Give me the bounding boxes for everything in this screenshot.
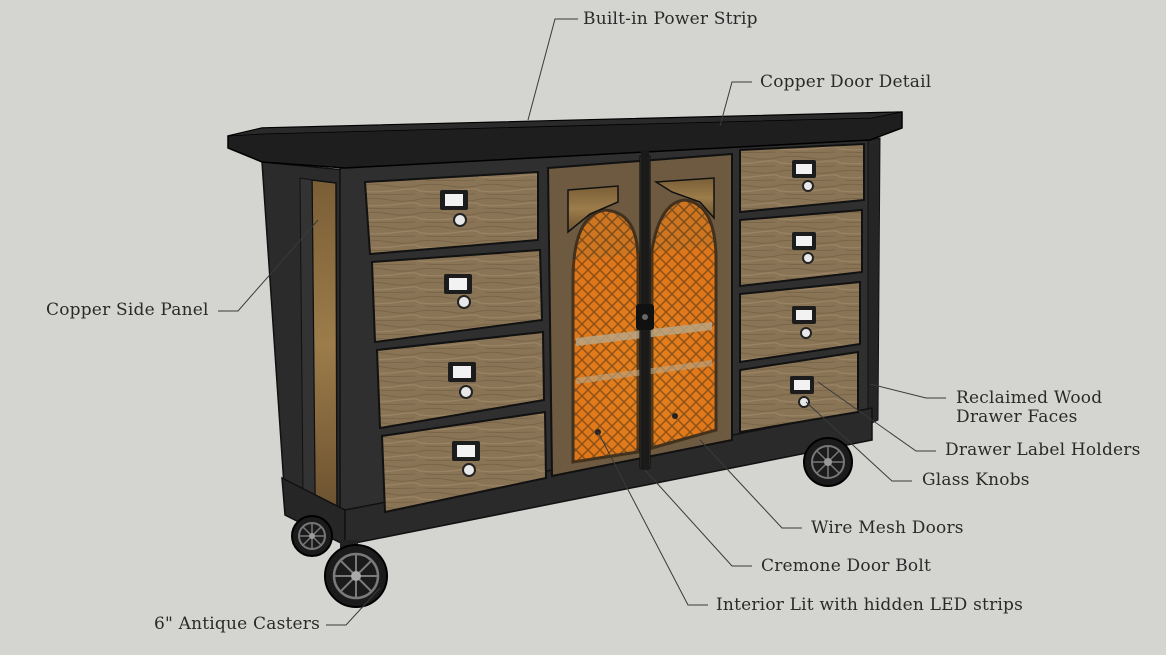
drawer-label-holder — [792, 160, 816, 178]
antique-caster — [803, 437, 853, 487]
drawer-label-holder — [790, 376, 814, 394]
drawer-label-holder — [452, 441, 480, 461]
glass-knob — [457, 295, 471, 309]
drawer-label-holder — [792, 232, 816, 250]
drawer-label-holder — [444, 274, 472, 294]
drawer-face — [370, 248, 544, 344]
copper-door-detail — [567, 185, 619, 234]
leader-label-holders — [817, 381, 936, 452]
leader-power-strip — [527, 18, 578, 121]
label-glass-knobs: Glass Knobs — [922, 470, 1030, 490]
leader-copper-side — [218, 219, 319, 312]
label-reclaimed-wood: Reclaimed Wood Drawer Faces — [956, 389, 1102, 427]
antique-caster — [324, 540, 388, 608]
glass-knob — [462, 463, 476, 477]
leader-interior-lit — [597, 431, 708, 606]
label-copper-door-detail: Copper Door Detail — [760, 72, 932, 92]
leader-wire-mesh — [699, 439, 802, 529]
label-interior-lit: Interior Lit with hidden LED strips — [716, 595, 1024, 615]
glass-knob — [453, 213, 467, 227]
leader-glass-knobs — [805, 401, 912, 482]
label-reclaimed-wood-line1: Reclaimed Wood — [956, 388, 1103, 408]
drawer-label-holder — [448, 362, 476, 382]
cremone-door-bolt — [636, 150, 654, 470]
right-drawer-column — [739, 142, 865, 434]
leader-casters — [326, 587, 381, 626]
drawer-label-holder — [792, 306, 816, 324]
cabinet — [227, 111, 903, 608]
label-wire-mesh-doors: Wire Mesh Doors — [811, 518, 964, 538]
copper-side-panel — [311, 179, 338, 510]
glass-knob — [802, 180, 814, 192]
label-cremone-door-bolt: Cremone Door Bolt — [761, 556, 931, 576]
label-copper-side-panel: Copper Side Panel — [46, 300, 209, 320]
glass-knob — [800, 327, 812, 339]
leader-copper-door — [719, 81, 752, 127]
glass-knob — [802, 252, 814, 264]
antique-caster — [291, 515, 333, 557]
copper-door-detail — [653, 177, 715, 220]
wire-mesh-doors — [546, 150, 733, 478]
label-drawer-label-holders: Drawer Label Holders — [945, 440, 1141, 460]
glass-knob — [798, 396, 810, 408]
wire-mesh-right-door — [650, 198, 718, 450]
label-reclaimed-wood-line2: Drawer Faces — [956, 407, 1078, 427]
glass-knob — [459, 385, 473, 399]
label-antique-casters: 6" Antique Casters — [154, 614, 321, 634]
label-built-in-power-strip: Built-in Power Strip — [583, 9, 758, 29]
drawer-face — [363, 170, 539, 256]
drawer-face — [380, 410, 548, 514]
leader-lines — [218, 18, 946, 626]
left-drawer-column — [363, 170, 548, 514]
leader-reclaimed-wood — [869, 383, 946, 399]
drawer-label-holder — [440, 190, 468, 210]
leader-cremone — [644, 469, 752, 567]
